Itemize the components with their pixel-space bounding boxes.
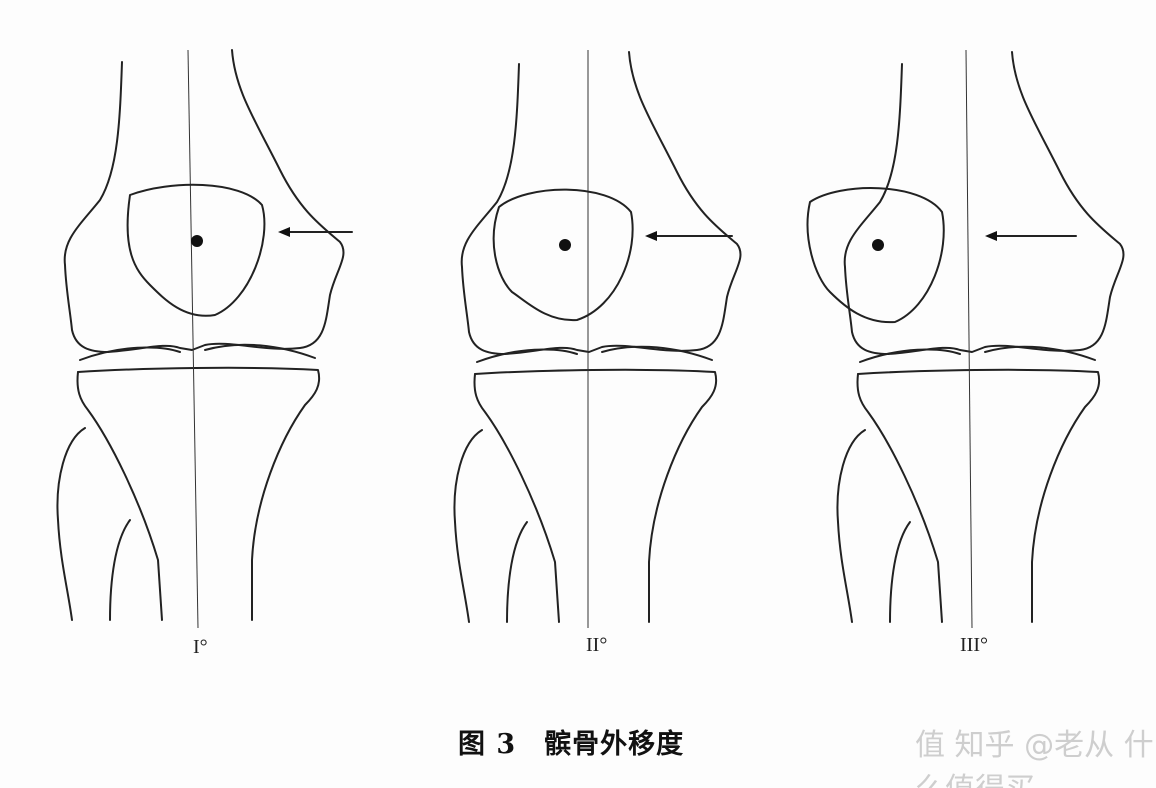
arrow-head-icon [645,231,657,241]
panel-label-1: I° [193,636,208,658]
patella [806,187,945,324]
caption-title: 髌骨外移度 [544,729,685,760]
knee-panel-3 [806,49,1125,629]
patella-center-dot [191,235,203,247]
panel-label-3: III° [960,634,988,656]
panel-label-2: II° [586,634,608,656]
mechanical-axis-line [187,49,199,629]
patella [126,183,266,317]
knee-panel-1 [56,49,353,629]
figure-caption: 图 3 髌骨外移度 [458,722,712,761]
patella-center-dot [872,239,884,251]
mechanical-axis-line [965,49,973,629]
patella [492,188,634,322]
knee-panel-2 [453,50,742,628]
caption-number: 图 3 [458,729,517,760]
patella-center-dot [559,239,571,251]
watermark: 值 知乎 @老从 什么值得买 [915,728,1154,788]
arrow-head-icon [985,231,997,241]
arrow-head-icon [278,227,290,237]
